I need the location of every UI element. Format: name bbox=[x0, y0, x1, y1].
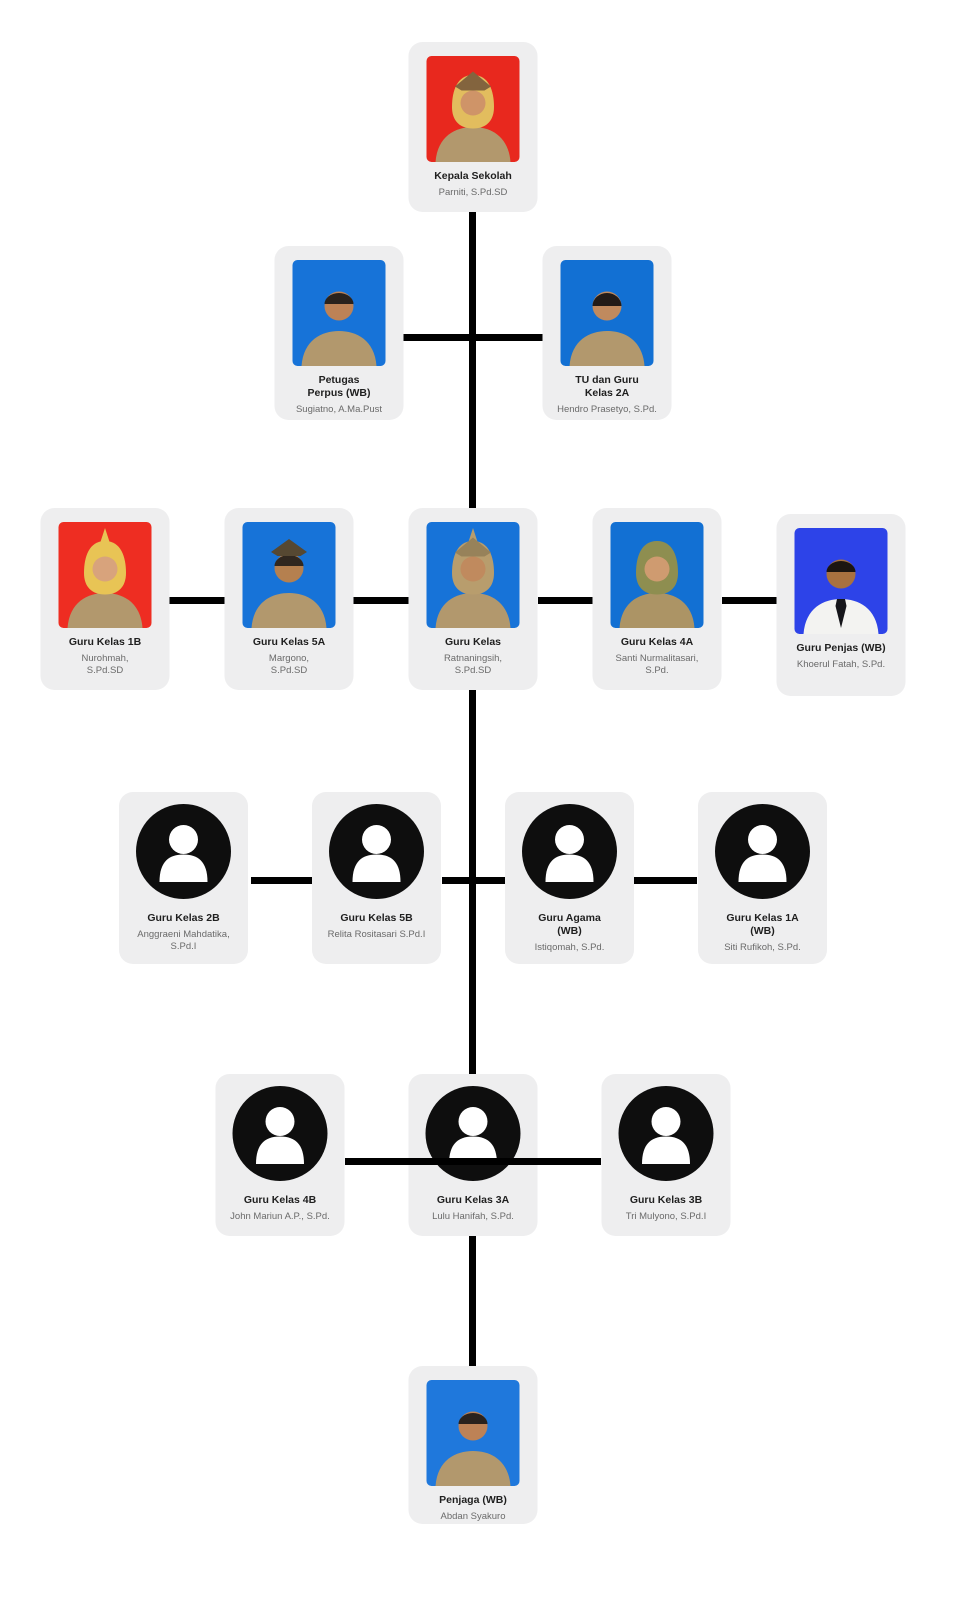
person-avatar-icon bbox=[136, 804, 231, 899]
trunk-connector-line-1 bbox=[469, 212, 476, 508]
member-card: Guru Kelas 4A Santi Nurmalitasari, S.Pd. bbox=[592, 508, 722, 690]
member-card: Guru Kelas 3B Tri Mulyono, S.Pd.I bbox=[601, 1074, 731, 1236]
row3-connector-line-4 bbox=[722, 597, 779, 604]
org-row-3: Guru Kelas 1B Nurohmah, S.Pd.SD Guru Kel… bbox=[40, 508, 906, 696]
member-card: Guru Kelas 2B Anggraeni Mahdatika, S.Pd.… bbox=[119, 792, 248, 964]
org-row-6: Penjaga (WB) Abdan Syakuro bbox=[408, 1366, 538, 1524]
org-row-1: Kepala Sekolah Parniti, S.Pd.SD bbox=[408, 42, 538, 212]
member-card: Penjaga (WB) Abdan Syakuro bbox=[408, 1366, 538, 1524]
member-role: Guru Kelas 3A bbox=[436, 1194, 510, 1206]
member-card: Guru Kelas 5A Margono, S.Pd.SD bbox=[224, 508, 354, 690]
member-name: Khoerul Fatah, S.Pd. bbox=[796, 658, 886, 670]
row3-connector-line-3 bbox=[538, 597, 594, 604]
member-role: Guru Agama (WB) bbox=[538, 912, 601, 937]
member-card: Guru Kelas Ratnaningsih, S.Pd.SD bbox=[408, 508, 538, 690]
member-role: Guru Kelas 1B bbox=[68, 636, 142, 648]
person-avatar-icon bbox=[715, 804, 810, 899]
person-avatar-icon bbox=[425, 1086, 521, 1181]
member-card: Petugas Perpus (WB) Sugiatno, A.Ma.Pust bbox=[274, 246, 404, 420]
member-card: Guru Kelas 1A (WB) Siti Rufikoh, S.Pd. bbox=[698, 792, 827, 964]
member-name: Hendro Prasetyo, S.Pd. bbox=[557, 403, 657, 415]
member-card: Kepala Sekolah Parniti, S.Pd.SD bbox=[408, 42, 538, 212]
member-name: Relita Rositasari S.Pd.I bbox=[327, 928, 426, 940]
member-photo bbox=[242, 522, 336, 628]
row4-connector-line-3 bbox=[633, 877, 697, 884]
person-avatar-icon bbox=[522, 804, 617, 899]
member-photo bbox=[426, 56, 520, 162]
row4-connector-line-2 bbox=[442, 877, 506, 884]
org-row-2: Petugas Perpus (WB) Sugiatno, A.Ma.Pust … bbox=[274, 246, 672, 420]
member-name: Santi Nurmalitasari, S.Pd. bbox=[615, 652, 699, 676]
member-name: Parniti, S.Pd.SD bbox=[438, 186, 508, 198]
member-role: Guru Kelas bbox=[444, 636, 502, 648]
member-card: TU dan Guru Kelas 2A Hendro Prasetyo, S.… bbox=[542, 246, 672, 420]
member-card: Guru Agama (WB) Istiqomah, S.Pd. bbox=[505, 792, 634, 964]
member-name: Ratnaningsih, S.Pd.SD bbox=[443, 652, 503, 676]
member-name: Siti Rufikoh, S.Pd. bbox=[724, 941, 801, 953]
member-role: Penjaga (WB) bbox=[439, 1494, 507, 1506]
member-role: Guru Kelas 4B bbox=[243, 1194, 317, 1206]
member-name: Tri Mulyono, S.Pd.I bbox=[625, 1210, 707, 1222]
person-avatar-icon bbox=[618, 1086, 714, 1181]
member-name: Istiqomah, S.Pd. bbox=[534, 941, 605, 953]
member-card: Guru Kelas 3A Lulu Hanifah, S.Pd. bbox=[408, 1074, 538, 1236]
member-name: Nurohmah, S.Pd.SD bbox=[81, 652, 129, 676]
member-photo bbox=[426, 522, 520, 628]
member-card: Guru Kelas 5B Relita Rositasari S.Pd.I bbox=[312, 792, 441, 964]
member-card: Guru Kelas 4B John Mariun A.P., S.Pd. bbox=[215, 1074, 345, 1236]
org-row-4: Guru Kelas 2B Anggraeni Mahdatika, S.Pd.… bbox=[119, 792, 827, 964]
member-role: Guru Kelas 3B bbox=[629, 1194, 703, 1206]
row4-connector-line-1 bbox=[251, 877, 315, 884]
member-role: Kepala Sekolah bbox=[434, 170, 512, 182]
member-photo bbox=[560, 260, 654, 366]
member-role: Guru Kelas 1A (WB) bbox=[726, 912, 799, 937]
row3-connector-line-2 bbox=[353, 597, 409, 604]
member-photo bbox=[794, 528, 888, 634]
person-avatar-icon bbox=[232, 1086, 328, 1181]
row2-connector-line bbox=[403, 334, 543, 341]
row3-connector-line-1 bbox=[168, 597, 225, 604]
member-photo bbox=[58, 522, 152, 628]
member-name: Anggraeni Mahdatika, S.Pd.I bbox=[137, 928, 230, 952]
org-row-5: Guru Kelas 4B John Mariun A.P., S.Pd. Gu… bbox=[215, 1074, 731, 1236]
member-role: Petugas Perpus (WB) bbox=[307, 374, 371, 399]
member-role: Guru Penjas (WB) bbox=[796, 642, 886, 654]
member-name: Abdan Syakuro bbox=[440, 1510, 506, 1522]
member-photo bbox=[610, 522, 704, 628]
member-role: Guru Kelas 2B bbox=[147, 912, 220, 924]
member-photo bbox=[426, 1380, 520, 1486]
member-role: Guru Kelas 4A bbox=[620, 636, 694, 648]
member-role: Guru Kelas 5A bbox=[252, 636, 326, 648]
member-role: Guru Kelas 5B bbox=[340, 912, 413, 924]
member-photo bbox=[292, 260, 386, 366]
member-name: Lulu Hanifah, S.Pd. bbox=[432, 1210, 514, 1222]
member-role: TU dan Guru Kelas 2A bbox=[575, 374, 639, 399]
member-card: Guru Penjas (WB) Khoerul Fatah, S.Pd. bbox=[776, 514, 906, 696]
member-name: Margono, S.Pd.SD bbox=[268, 652, 310, 676]
person-avatar-icon bbox=[329, 804, 424, 899]
member-card: Guru Kelas 1B Nurohmah, S.Pd.SD bbox=[40, 508, 170, 690]
member-name: Sugiatno, A.Ma.Pust bbox=[295, 403, 383, 415]
trunk-connector-line-3 bbox=[469, 1236, 476, 1366]
member-name: John Mariun A.P., S.Pd. bbox=[230, 1210, 330, 1222]
row5-connector-line bbox=[345, 1158, 601, 1165]
